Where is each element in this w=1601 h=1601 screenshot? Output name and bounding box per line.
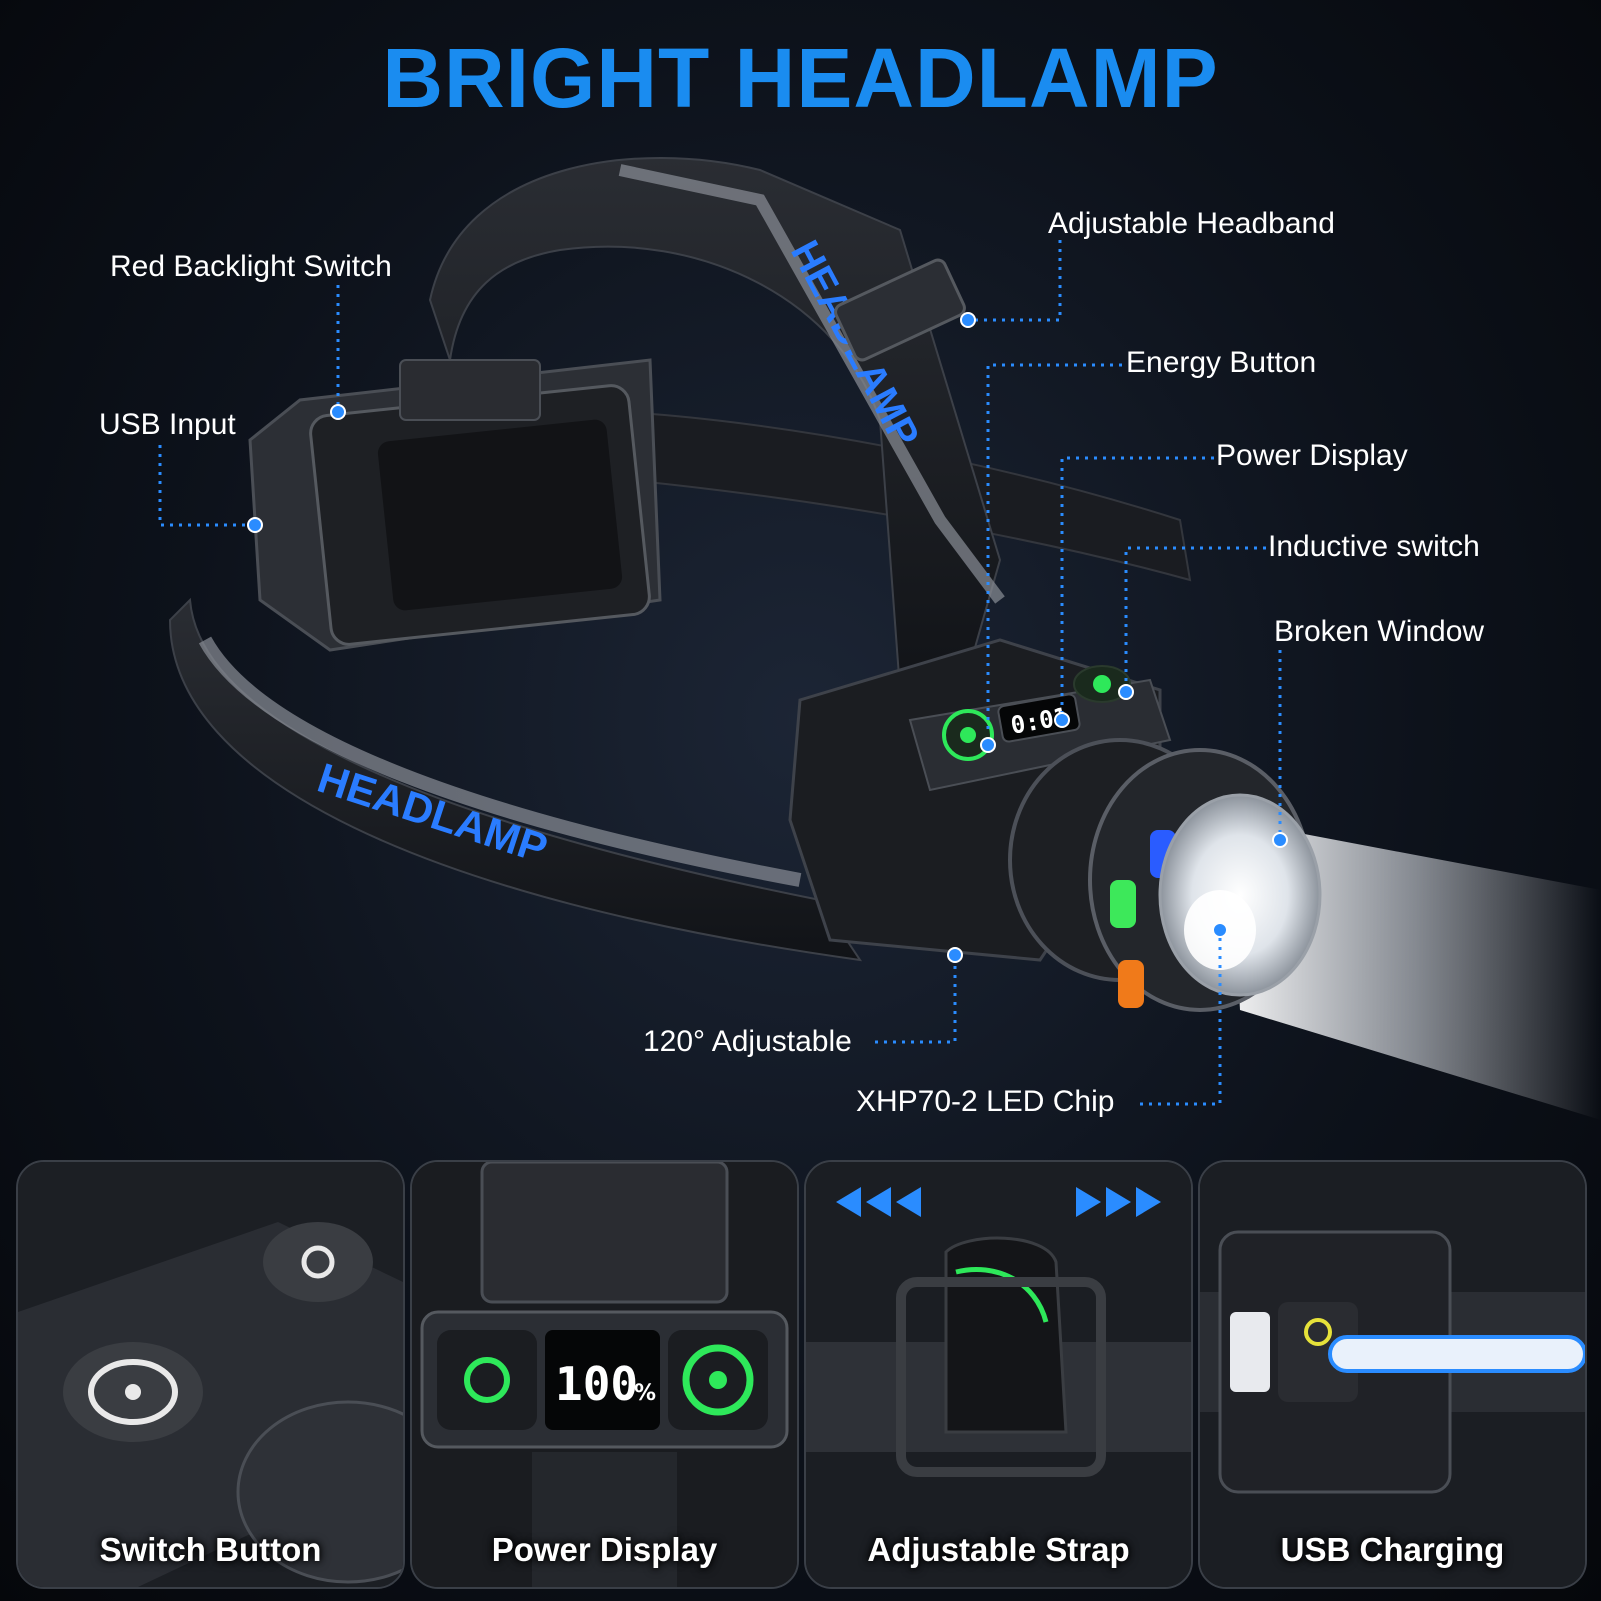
broken-window [1158,793,1322,997]
callout-dots [247,312,1288,963]
power-ring-icon [1278,1302,1358,1402]
panel-label: Power Display [491,1531,718,1568]
callout-energy-button: Energy Button [1126,346,1317,379]
power-display-screen [997,693,1081,743]
strap-buckle [834,258,966,362]
panel-display-value: 100 [555,1357,638,1411]
page-title: BRIGHT HEADLAMP [382,31,1219,125]
power-ring-icon [63,1342,203,1442]
callout-adjustable-headband: Adjustable Headband [1048,207,1335,240]
battery-pack [248,358,662,652]
panel-adjustable-strap: Adjustable Strap [804,1160,1193,1589]
sun-icon [263,1222,373,1302]
callout-red-backlight-switch: Red Backlight Switch [110,250,392,283]
callout-usb-input: USB Input [99,408,236,441]
panel-label: Adjustable Strap [867,1531,1130,1568]
callout-power-display: Power Display [1216,439,1408,472]
panel-switch-button: Switch Button [16,1160,405,1589]
inductive-switch[interactable] [1073,665,1131,703]
callout-120-adjustable: 120° Adjustable [643,1025,852,1058]
switch-button-photo [18,1162,403,1587]
panel-label: Switch Button [99,1531,322,1568]
panel-usb-charging: USB Charging [1198,1160,1587,1589]
lamp-head [1008,738,1322,1012]
callout-inductive-switch: Inductive switch [1268,530,1480,563]
side-strap [168,597,863,962]
callout-lines [158,240,1282,1106]
usb-cable [1328,1335,1585,1373]
light-beam [1230,820,1601,1120]
headlamp-illustration: HEADLAMP HEADLAMP 0:01 [158,157,1601,1120]
callout-broken-window: Broken Window [1274,615,1485,648]
panel-label: USB Charging [1280,1531,1505,1568]
panel-display-unit: % [634,1381,656,1406]
callout-led-chip: XHP70-2 LED Chip [856,1085,1115,1118]
adjustable-strap-photo [806,1162,1191,1587]
sun-icon [437,1330,537,1430]
power-ring-icon [668,1330,768,1430]
panel-power-display: 100 % Power Display [410,1160,799,1589]
usb-charging-photo [1200,1162,1585,1587]
chevron-arrows-icon [836,1187,1161,1217]
power-display-photo: 100 % [412,1162,797,1587]
energy-button[interactable] [942,709,994,761]
panel-display-screen [545,1330,660,1430]
